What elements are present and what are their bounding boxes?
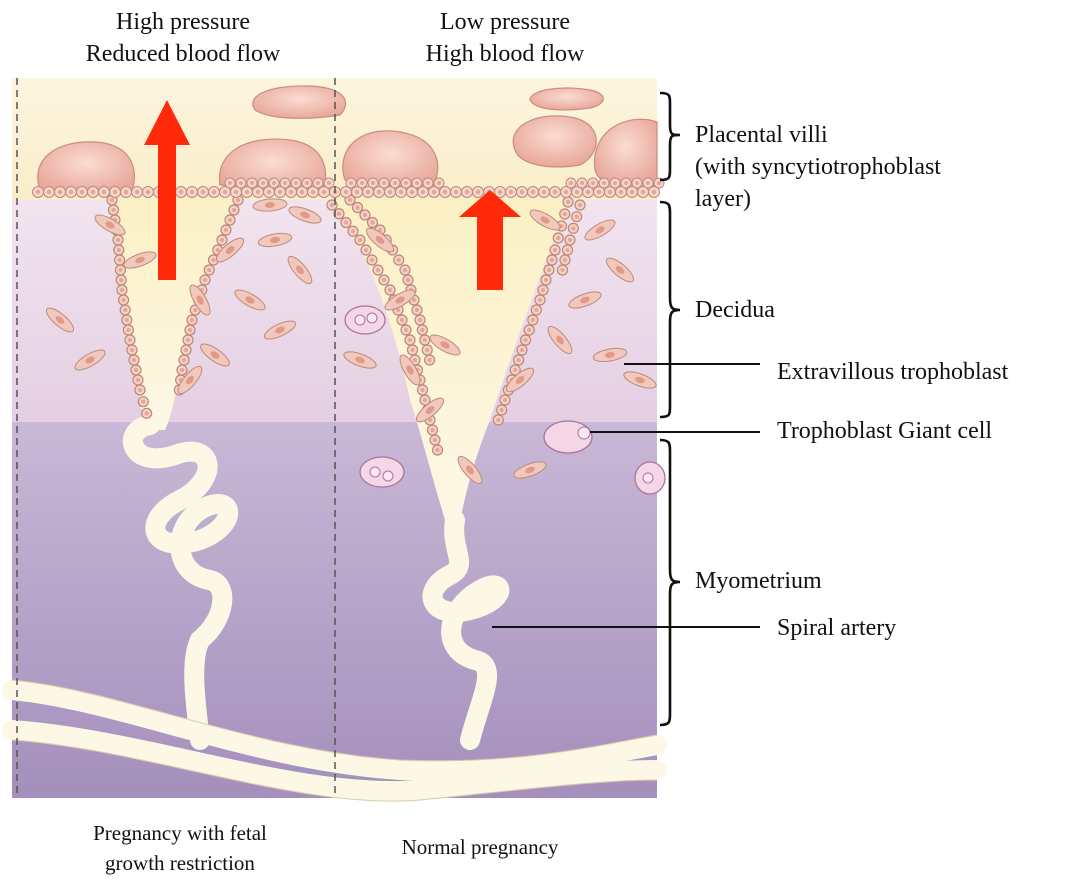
right-caption-text: Normal pregnancy xyxy=(350,832,610,862)
right-header-line2: High blood flow xyxy=(370,38,640,70)
left-header-line1: High pressure xyxy=(48,6,318,38)
left-caption: Pregnancy with fetal growth restriction xyxy=(40,818,320,878)
placental-villi-label: Placental villi (with syncytiotrophoblas… xyxy=(695,119,941,215)
extravillous-trophoblast-label: Extravillous trophoblast xyxy=(777,356,1008,388)
placental-villi-line3: layer) xyxy=(695,183,941,215)
left-header: High pressure Reduced blood flow xyxy=(48,6,318,70)
decidua-label: Decidua xyxy=(695,294,775,326)
trophoblast-giant-cell-label: Trophoblast Giant cell xyxy=(777,415,992,447)
placental-villi-line2: (with syncytiotrophoblast xyxy=(695,151,941,183)
left-caption-line1: Pregnancy with fetal xyxy=(40,818,320,848)
right-header-line1: Low pressure xyxy=(370,6,640,38)
brackets xyxy=(660,93,680,725)
spiral-artery-label: Spiral artery xyxy=(777,612,896,644)
left-header-line2: Reduced blood flow xyxy=(48,38,318,70)
placental-villi-line1: Placental villi xyxy=(695,119,941,151)
right-caption: Normal pregnancy xyxy=(350,832,610,862)
right-header: Low pressure High blood flow xyxy=(370,6,640,70)
myometrium-label: Myometrium xyxy=(695,565,822,597)
left-caption-line2: growth restriction xyxy=(40,848,320,878)
